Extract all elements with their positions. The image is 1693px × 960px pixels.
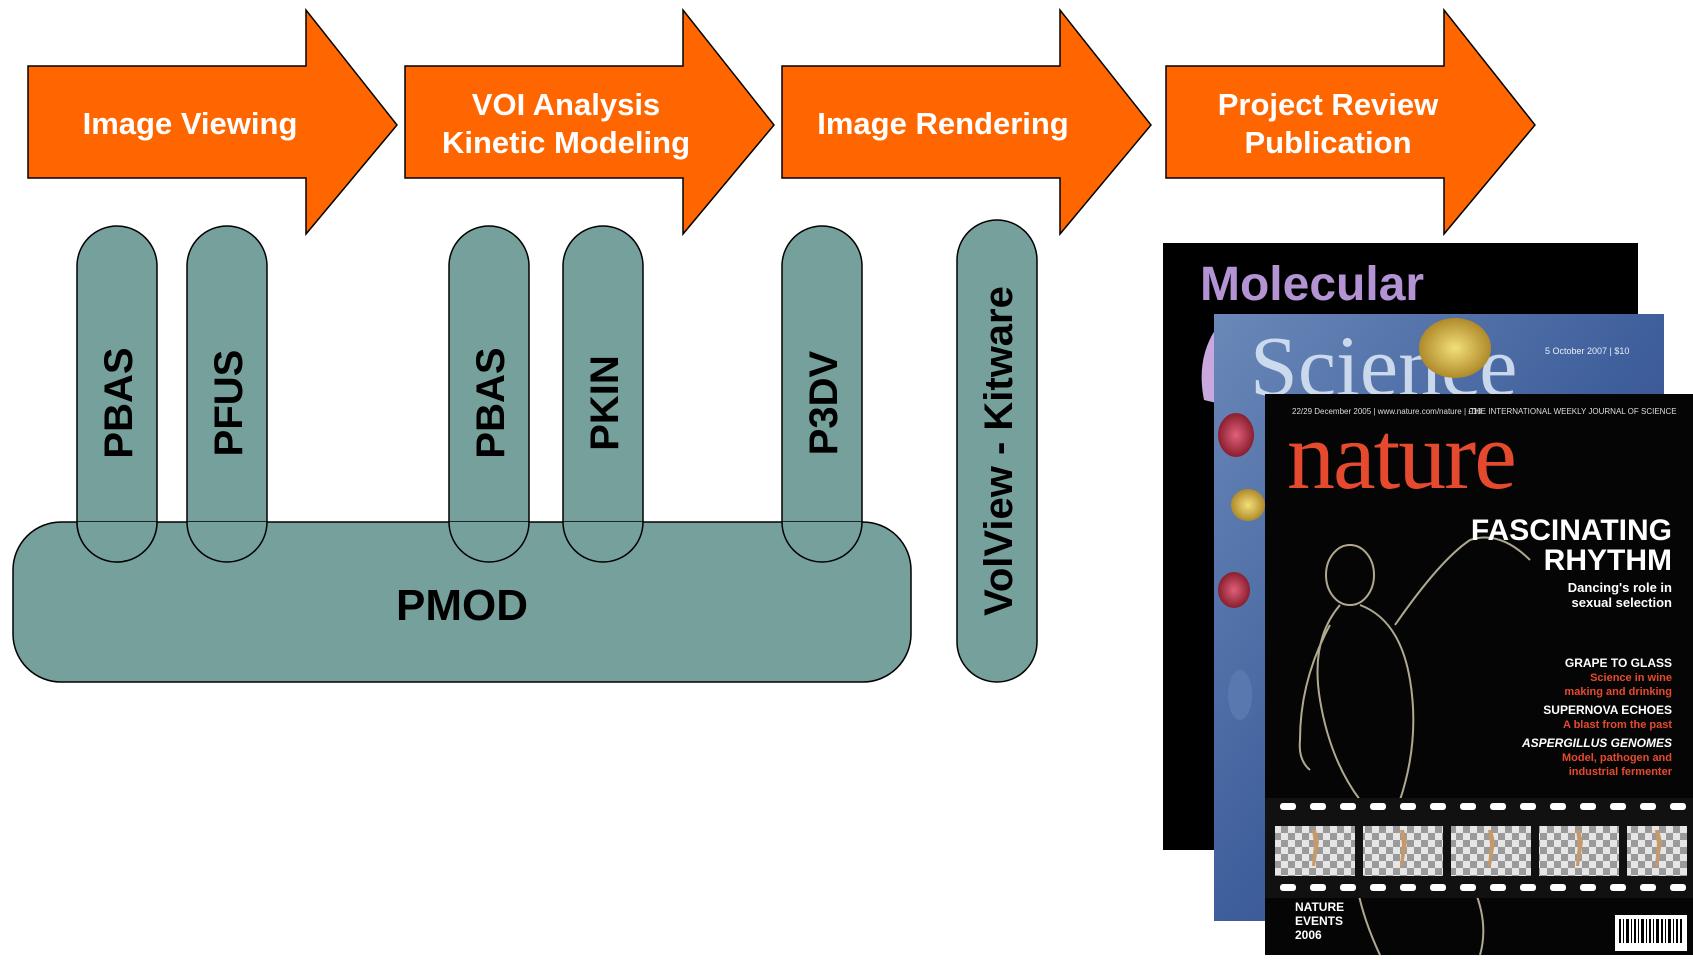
arrow-step-4: Project Review Publication <box>1165 7 1536 237</box>
pill-pbas-1-label: PBAS <box>97 347 141 458</box>
nature-cover: 22/29 December 2005 | www.nature.com/nat… <box>1265 394 1693 956</box>
arrow-step-4-label-line-1: Project Review <box>1218 87 1439 122</box>
film-strip <box>1265 798 1693 898</box>
nature-footer-line-2: EVENTS <box>1295 914 1343 928</box>
volview-label: VolView - Kitware <box>977 286 1021 616</box>
nature-title: nature <box>1287 402 1515 509</box>
molecule-image <box>1419 318 1491 378</box>
nature-item-1-head: GRAPE TO GLASS <box>1565 656 1672 670</box>
nature-item-2-head: SUPERNOVA ECHOES <box>1543 703 1672 717</box>
arrow-step-3-label: Image Rendering <box>817 106 1069 141</box>
nature-footer-line-3: 2006 <box>1295 928 1322 942</box>
arrow-step-2: VOI Analysis Kinetic Modeling <box>404 7 775 237</box>
nature-item-1-body-2: making and drinking <box>1564 686 1672 698</box>
journal-covers: Molecular Science 5 October 2007 | $10 2… <box>1163 243 1693 956</box>
tool-modules <box>76 225 863 563</box>
nature-item-3-head: ASPERGILLUS GENOMES <box>1521 736 1672 750</box>
barcode <box>1615 915 1687 951</box>
pill-pfus-label: PFUS <box>207 350 251 457</box>
arrow-step-2-label-line-2: Kinetic Modeling <box>442 125 690 160</box>
arrow-step-1: Image Viewing <box>27 7 398 237</box>
nature-item-1-body-1: Science in wine <box>1590 672 1672 684</box>
pmod-label: PMOD <box>396 581 528 630</box>
nature-header-left: 22/29 December 2005 | www.nature.com/nat… <box>1292 407 1482 416</box>
nature-item-3-body-2: industrial fermenter <box>1569 766 1673 778</box>
pmod-base: PMOD <box>12 521 912 683</box>
nature-subhead-line-1: Dancing's role in <box>1568 580 1672 595</box>
nature-item-2-body-1: A blast from the past <box>1563 719 1672 731</box>
molecular-title: Molecular <box>1200 258 1424 311</box>
nature-subhead-line-2: sexual selection <box>1572 595 1672 610</box>
nature-headline-line-2: RHYTHM <box>1544 544 1672 577</box>
arrow-step-3: Image Rendering <box>781 7 1152 237</box>
pill-pbas-2-label: PBAS <box>469 347 513 458</box>
science-date-line: 5 October 2007 | $10 <box>1545 346 1629 356</box>
pill-pkin-label: PKIN <box>583 355 627 451</box>
nature-headline-line-1: FASCINATING <box>1471 514 1672 547</box>
arrow-step-4-label-line-2: Publication <box>1244 125 1411 160</box>
nature-item-3-body-1: Model, pathogen and <box>1562 752 1672 764</box>
nature-footer-line-1: NATURE <box>1295 900 1344 914</box>
workflow-arrows: Image Viewing VOI Analysis Kinetic Model… <box>27 7 1536 237</box>
pill-p3dv-label: P3DV <box>802 350 846 455</box>
nature-header-right: THE INTERNATIONAL WEEKLY JOURNAL OF SCIE… <box>1470 407 1677 416</box>
volview-pill: VolView - Kitware <box>956 219 1038 683</box>
arrow-step-1-label: Image Viewing <box>83 106 298 141</box>
arrow-step-2-label-line-1: VOI Analysis <box>472 87 660 122</box>
